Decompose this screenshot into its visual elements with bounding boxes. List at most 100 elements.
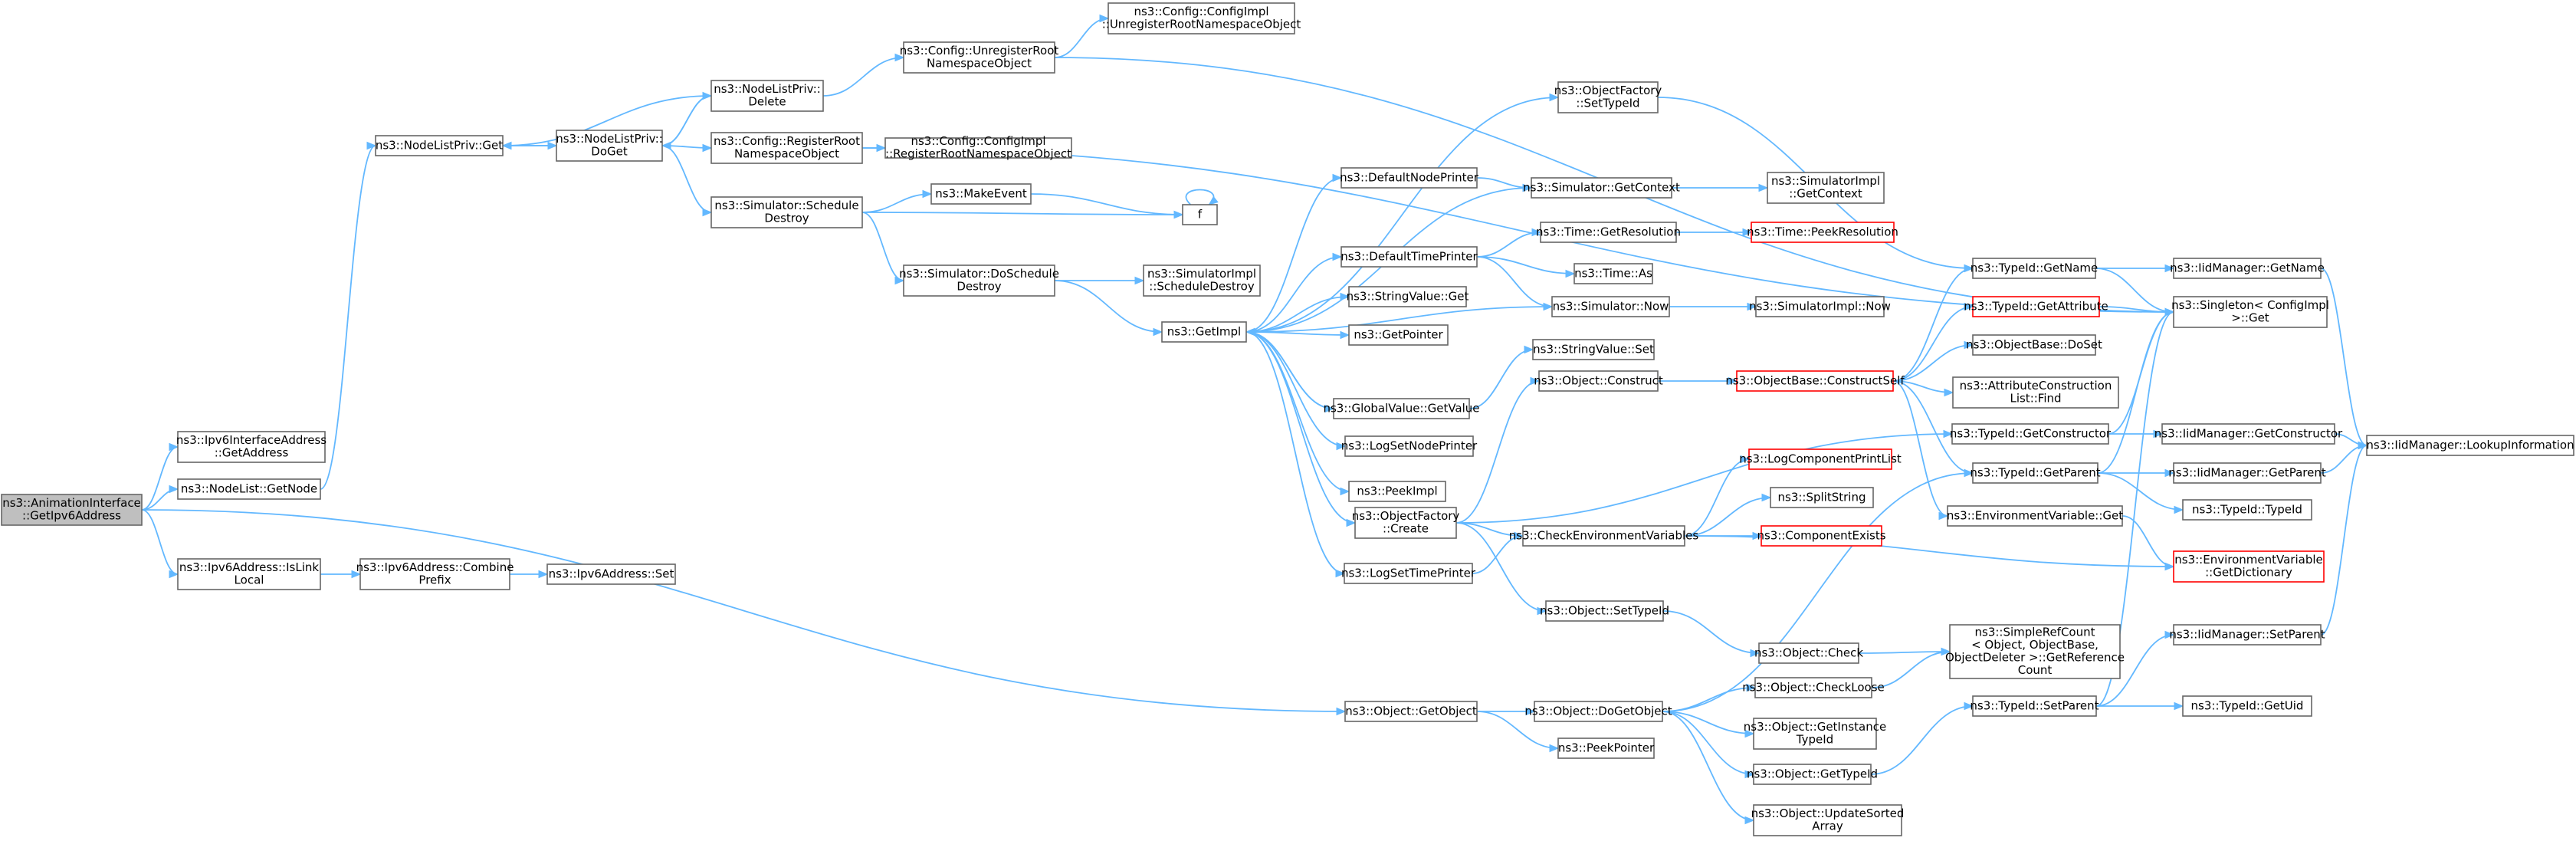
graph-node-label: ns3::Ipv6Address::Combine <box>356 560 514 574</box>
graph-node-nlpdelete[interactable]: ns3::NodeListPriv::Delete <box>710 80 824 112</box>
graph-node-regroot[interactable]: ns3::Config::RegisterRootNamespaceObject <box>710 132 863 164</box>
edge-arrowhead <box>1761 493 1772 502</box>
edge-line <box>1870 705 1974 775</box>
graph-node-iidsetparent[interactable]: ns3::IidManager::SetParent <box>2169 624 2325 646</box>
graph-node-simimplsched[interactable]: ns3::SimulatorImpl::ScheduleDestroy <box>1143 264 1261 297</box>
graph-node-defnodeprinter[interactable]: ns3::DefaultNodePrinter <box>1340 167 1479 189</box>
edge-arrowhead <box>1964 340 1974 350</box>
graph-node-objfactsettypeid[interactable]: ns3::ObjectFactory::SetTypeId <box>1554 81 1662 113</box>
edge-doscheddestroy-simimplsched <box>1055 276 1145 285</box>
graph-node-objgettypeid[interactable]: ns3::Object::GetTypeId <box>1747 764 1878 785</box>
graph-node-deftimeprinter[interactable]: ns3::DefaultTimePrinter <box>1341 246 1478 268</box>
graph-node-envgetdict[interactable]: ns3::EnvironmentVariable::GetDictionary <box>2173 550 2325 583</box>
graph-node-label: ns3::GetImpl <box>1167 324 1241 338</box>
graph-node-iidgetname[interactable]: ns3::IidManager::GetName <box>2170 258 2325 279</box>
graph-node-constructself[interactable]: ns3::ObjectBase::ConstructSelf <box>1725 370 1905 392</box>
graph-node-box <box>2173 258 2322 279</box>
graph-node-label: ns3::Object::UpdateSorted <box>1751 807 1905 820</box>
graph-node-ipv6ifaddr[interactable]: ns3::Ipv6InterfaceAddress::GetAddress <box>176 431 327 463</box>
graph-node-label: ns3::IidManager::SetParent <box>2169 627 2325 641</box>
graph-node-logsettime[interactable]: ns3::LogSetTimePrinter <box>1341 563 1476 584</box>
graph-node-objconstruct[interactable]: ns3::Object::Construct <box>1534 370 1663 392</box>
graph-node-simplerefcount[interactable]: ns3::SimpleRefCount< Object, ObjectBase,… <box>1945 624 2125 679</box>
edge-line <box>1662 711 1754 734</box>
graph-node-objfactcreate[interactable]: ns3::ObjectFactory::Create <box>1352 507 1460 539</box>
graph-node-iidgetparent[interactable]: ns3::IidManager::GetParent <box>2168 462 2326 484</box>
graph-node-box <box>1 494 143 526</box>
edge-arrowhead <box>1537 606 1547 616</box>
graph-node-implreg[interactable]: ns3::Config::ConfigImpl::RegisterRootNam… <box>884 134 1072 161</box>
graph-node-typeidgetattr[interactable]: ns3::TypeId::GetAttribute <box>1964 296 2108 317</box>
graph-node-label: ns3::Object::GetObject <box>1345 704 1477 718</box>
graph-node-nlpget[interactable]: ns3::NodeListPriv::Get <box>375 135 504 156</box>
graph-node-iidlookup[interactable]: ns3::IidManager::LookupInformation <box>2366 435 2574 456</box>
edge-line <box>1245 306 1553 333</box>
graph-node-getimpl[interactable]: ns3::GetImpl <box>1161 321 1247 343</box>
graph-node-box <box>2182 499 2312 521</box>
graph-node-label: ::ScheduleDestroy <box>1149 280 1255 294</box>
edge-line <box>320 145 376 490</box>
graph-node-typeidgetctor[interactable]: ns3::TypeId::GetConstructor <box>1950 423 2112 445</box>
graph-node-peekimpl[interactable]: ns3::PeekImpl <box>1348 481 1446 502</box>
graph-node-typeidgetuid[interactable]: ns3::TypeId::GetUid <box>2182 695 2312 717</box>
graph-node-scheddestroy[interactable]: ns3::Simulator::ScheduleDestroy <box>710 196 863 228</box>
graph-node-objcheckloose[interactable]: ns3::Object::CheckLoose <box>1742 677 1885 698</box>
edge-line <box>2320 445 2368 636</box>
graph-node-typeidgetparent[interactable]: ns3::TypeId::GetParent <box>1970 462 2101 484</box>
graph-node-compexists[interactable]: ns3::ComponentExists <box>1757 525 1886 547</box>
graph-node-nodelistgetnode[interactable]: ns3::NodeList::GetNode <box>177 478 321 500</box>
edge-arrowhead <box>1332 252 1343 261</box>
graph-node-makeevent[interactable]: ns3::MakeEvent <box>930 183 1032 205</box>
graph-node-typeidgetname[interactable]: ns3::TypeId::GetName <box>1971 258 2098 279</box>
graph-node-box <box>1947 505 2123 527</box>
graph-node-timepeekres[interactable]: ns3::Time::PeekResolution <box>1747 222 1898 243</box>
edge-arrowhead <box>1514 531 1524 540</box>
graph-node-logsetnode[interactable]: ns3::LogSetNodePrinter <box>1341 435 1478 457</box>
graph-node-box <box>1522 525 1685 547</box>
graph-node-objsettypeid[interactable]: ns3::Object::SetTypeId <box>1540 600 1669 622</box>
edge-arrowhead <box>2164 264 2175 273</box>
graph-node-f[interactable]: f <box>1182 204 1218 225</box>
edge-constructself-typeidgetattr <box>1892 302 1974 382</box>
graph-node-typeidsetparent[interactable]: ns3::TypeId::SetParent <box>1970 695 2099 717</box>
graph-node-iidgetctor[interactable]: ns3::IidManager::GetConstructor <box>2154 423 2343 445</box>
graph-node-label: NamespaceObject <box>734 147 839 161</box>
graph-node-objdogetobject[interactable]: ns3::Object::DoGetObject <box>1524 701 1672 722</box>
edge-line <box>1245 97 1559 333</box>
graph-node-root[interactable]: ns3::AnimationInterface::GetIpv6Address <box>1 494 143 526</box>
graph-node-typeidtypeid[interactable]: ns3::TypeId::TypeId <box>2182 499 2312 521</box>
graph-node-envvarget[interactable]: ns3::EnvironmentVariable::Get <box>1947 505 2123 527</box>
graph-node-getpointer[interactable]: ns3::GetPointer <box>1348 324 1449 346</box>
graph-node-ipv6set[interactable]: ns3::Ipv6Address::Set <box>546 563 676 585</box>
graph-node-box <box>710 196 863 228</box>
graph-node-unregroot[interactable]: ns3::Config::UnregisterRootNamespaceObje… <box>900 41 1059 74</box>
graph-node-implunreg[interactable]: ns3::Config::ConfigImpl::UnregisterRootN… <box>1102 2 1301 34</box>
graph-node-strvalset[interactable]: ns3::StringValue::Set <box>1532 339 1655 360</box>
graph-node-objbasedoset[interactable]: ns3::ObjectBase::DoSet <box>1966 334 2102 356</box>
graph-node-strvalget[interactable]: ns3::StringValue::Get <box>1347 286 1469 307</box>
graph-node-simimplnow[interactable]: ns3::SimulatorImpl::Now <box>1749 296 1891 317</box>
graph-node-peekpointer[interactable]: ns3::PeekPointer <box>1557 738 1655 759</box>
graph-node-singletonget[interactable]: ns3::Singleton< ConfigImpl >::Get <box>2171 296 2329 328</box>
graph-node-label: List::Find <box>2010 392 2061 406</box>
graph-node-logcompprint[interactable]: ns3::LogComponentPrintList <box>1739 448 1902 470</box>
graph-node-simgetcontext[interactable]: ns3::Simulator::GetContext <box>1523 177 1680 199</box>
graph-node-simnow[interactable]: ns3::Simulator::Now <box>1551 296 1670 317</box>
graph-node-splitstring[interactable]: ns3::SplitString <box>1770 487 1874 508</box>
graph-node-globalvalget[interactable]: ns3::GlobalValue::GetValue <box>1323 398 1480 419</box>
edge-arrowhead <box>894 276 905 285</box>
graph-node-objgetobject[interactable]: ns3::Object::GetObject <box>1344 701 1478 722</box>
edge-arrowhead <box>1750 649 1761 658</box>
graph-node-checkenv[interactable]: ns3::CheckEnvironmentVariables <box>1509 525 1699 547</box>
graph-node-nlpdoget[interactable]: ns3::NodeListPriv::DoGet <box>556 130 663 162</box>
graph-node-timegetres[interactable]: ns3::Time::GetResolution <box>1536 222 1681 243</box>
graph-node-objcheck[interactable]: ns3::Object::Check <box>1754 642 1863 664</box>
graph-node-timeas[interactable]: ns3::Time::As <box>1573 263 1653 284</box>
graph-node-simimplgetcontext[interactable]: ns3::SimulatorImpl::GetContext <box>1767 172 1885 204</box>
